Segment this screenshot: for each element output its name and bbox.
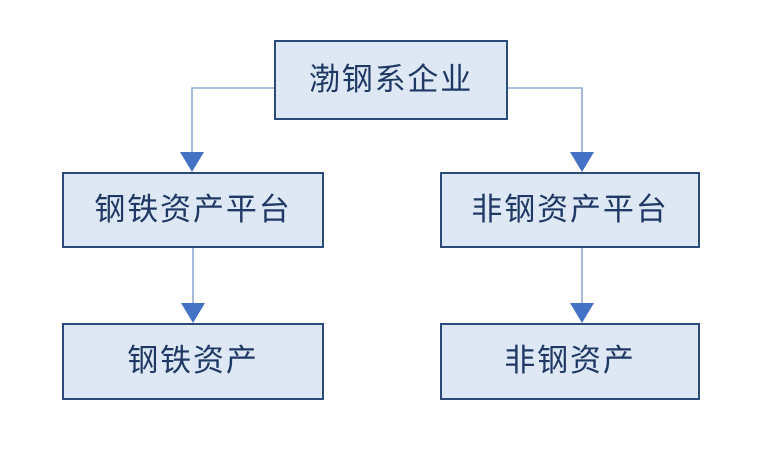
edge-mid-left-to-leaf-left	[181, 248, 205, 323]
edge-root-to-mid-left	[180, 87, 274, 172]
node-steel-asset-platform[interactable]: 钢铁资产平台	[62, 172, 324, 248]
arrowhead-down-icon	[181, 303, 205, 323]
edge-line	[508, 87, 583, 158]
arrowhead-down-icon	[180, 152, 204, 172]
node-steel-assets[interactable]: 钢铁资产	[62, 323, 324, 400]
node-non-steel-asset-platform[interactable]: 非钢资产平台	[440, 172, 700, 248]
node-non-steel-assets[interactable]: 非钢资产	[440, 323, 700, 400]
edge-line	[191, 87, 274, 158]
arrowhead-down-icon	[570, 152, 594, 172]
arrowhead-down-icon	[570, 303, 594, 323]
edge-mid-right-to-leaf-right	[570, 248, 594, 323]
edge-root-to-mid-right	[508, 87, 594, 172]
node-root-enterprise-group[interactable]: 渤钢系企业	[274, 40, 508, 120]
